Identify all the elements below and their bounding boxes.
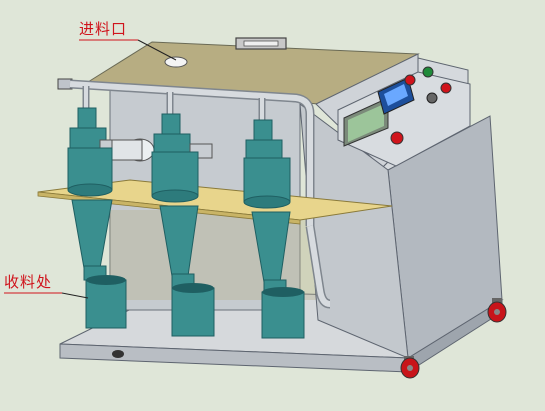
caster-wheel [487,298,507,323]
meter-display [377,77,415,115]
callout-leaders [4,39,177,299]
cyclone-separator-3 [243,119,305,339]
feed-pipe [57,78,331,309]
cyclone-separator-1 [67,107,155,329]
emergency-button[interactable] [390,131,404,145]
start-button[interactable] [422,66,434,78]
caster-wheel [400,356,420,379]
control-display [343,97,389,147]
caster-wheels [112,298,507,379]
power-button[interactable] [404,74,416,86]
outlet-callout-label: 收料处 [4,273,53,291]
inlet-port [164,56,188,68]
inlet-callout-label: 进料口 [79,20,128,38]
cyclone-separator-2 [151,113,215,337]
caster-wheel [112,350,124,358]
selector-knob[interactable] [426,92,438,104]
control-cabinet [299,53,503,359]
stop-button[interactable] [440,82,452,94]
